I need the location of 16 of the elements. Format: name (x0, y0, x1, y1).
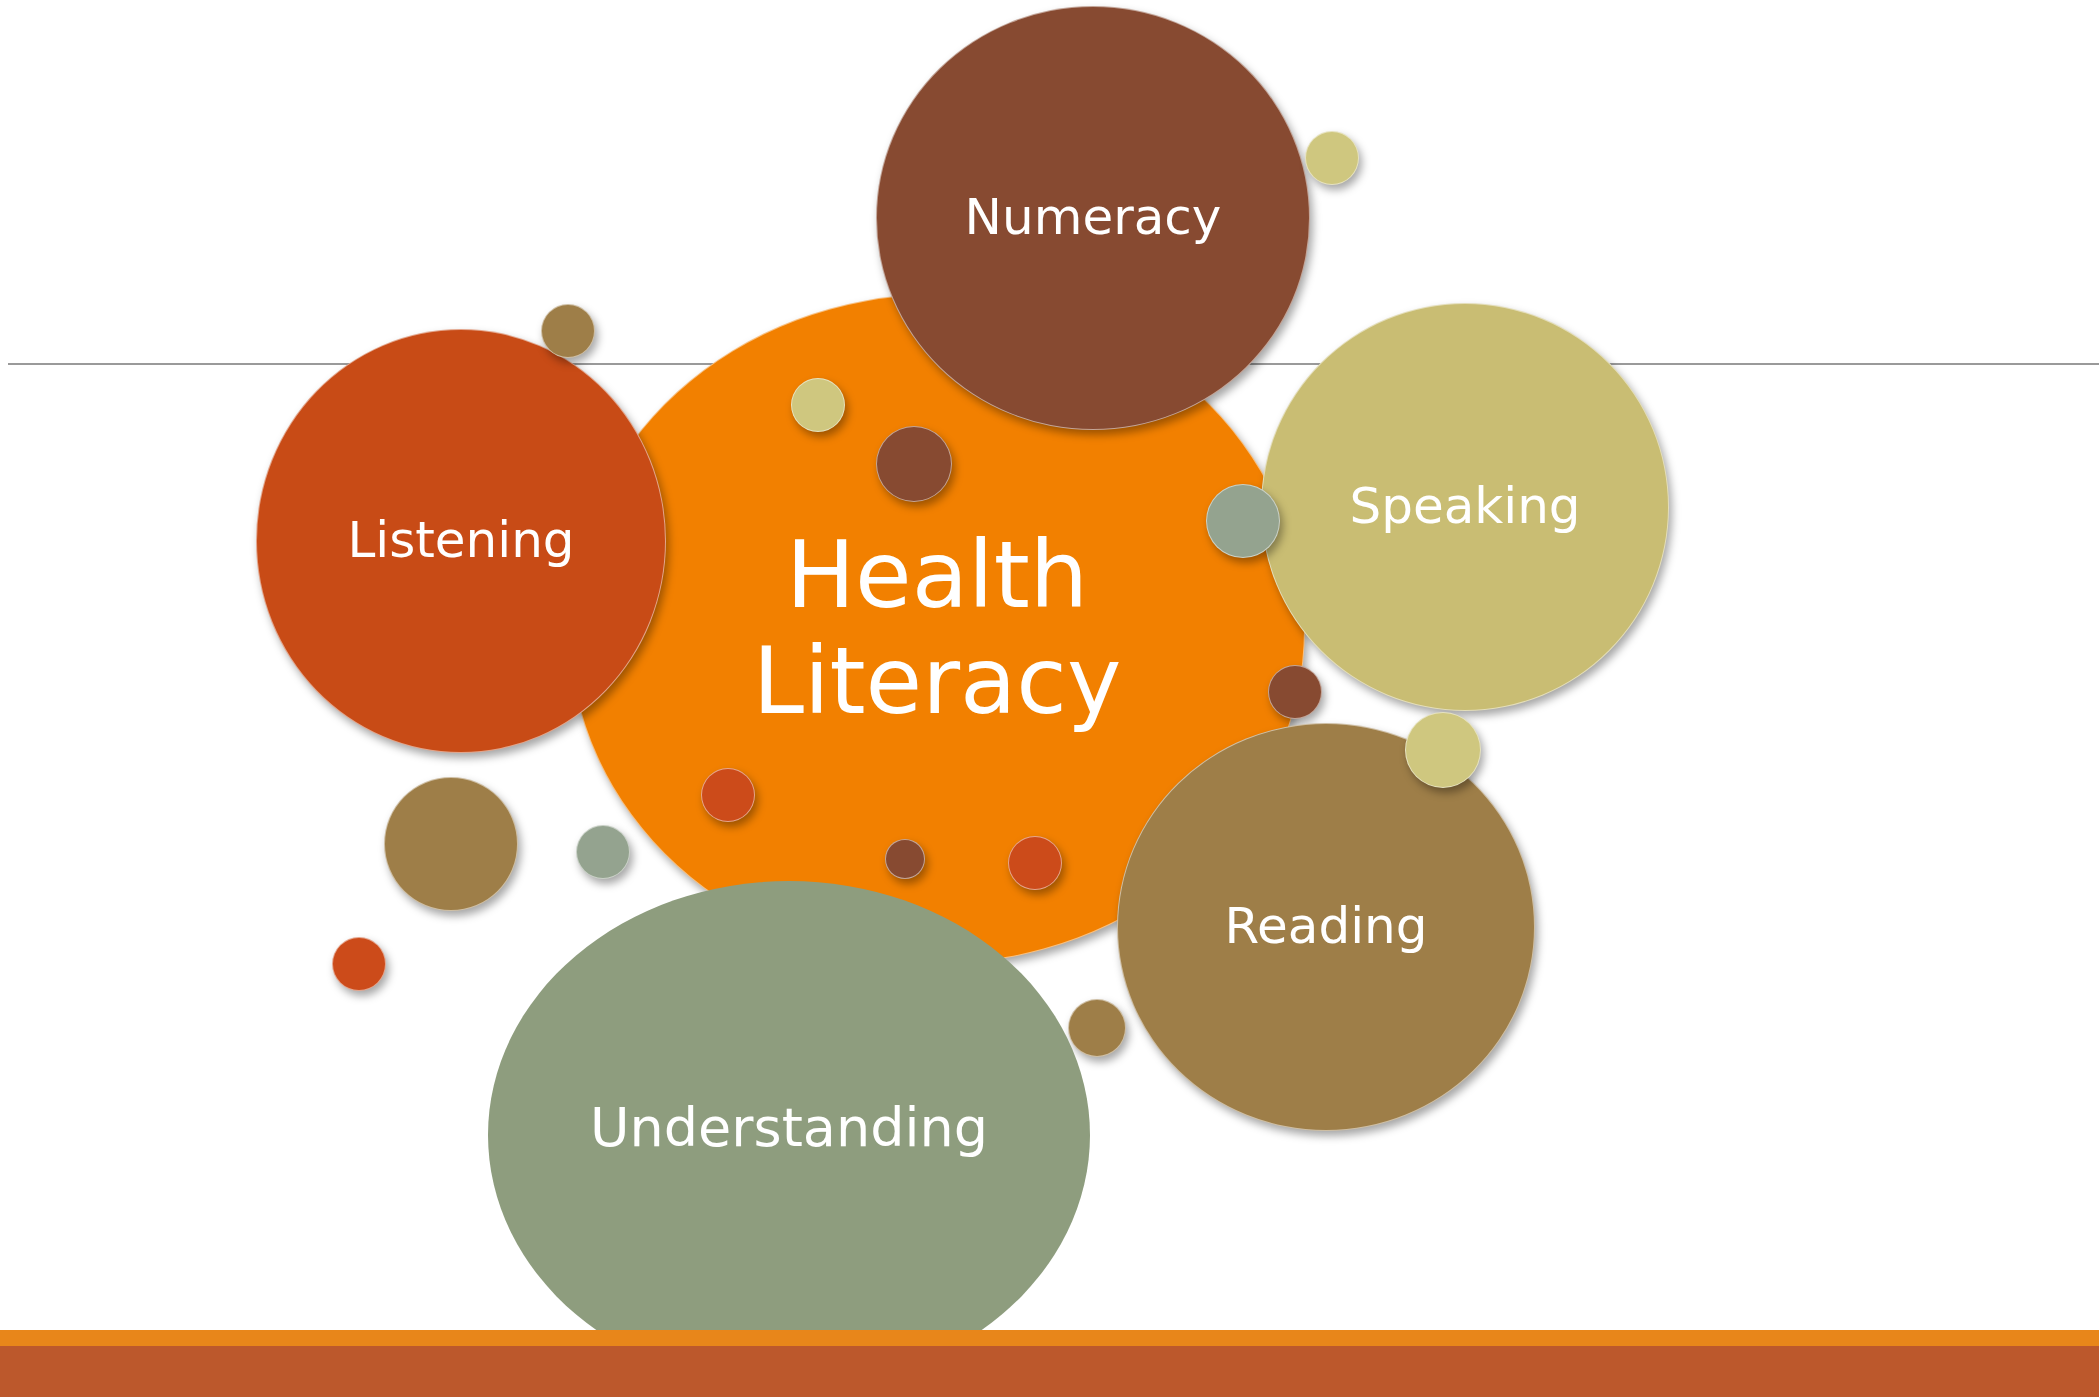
small-bubble (1405, 712, 1481, 788)
small-bubble (1305, 131, 1359, 185)
small-bubble (885, 839, 925, 879)
small-bubble (791, 378, 845, 432)
bubble-label: Numeracy (964, 189, 1222, 247)
bubble-label: Reading (1224, 898, 1428, 956)
small-bubble (332, 937, 386, 991)
small-bubble (701, 768, 755, 822)
bubble-label: Understanding (590, 1097, 988, 1160)
small-bubble (1008, 836, 1062, 890)
bubble-label: Health Literacy (752, 523, 1122, 735)
bubble-label: Speaking (1349, 478, 1581, 536)
small-bubble (1068, 999, 1126, 1057)
small-bubble (876, 426, 952, 502)
bubble-label: Listening (347, 512, 575, 570)
small-bubble (541, 304, 595, 358)
